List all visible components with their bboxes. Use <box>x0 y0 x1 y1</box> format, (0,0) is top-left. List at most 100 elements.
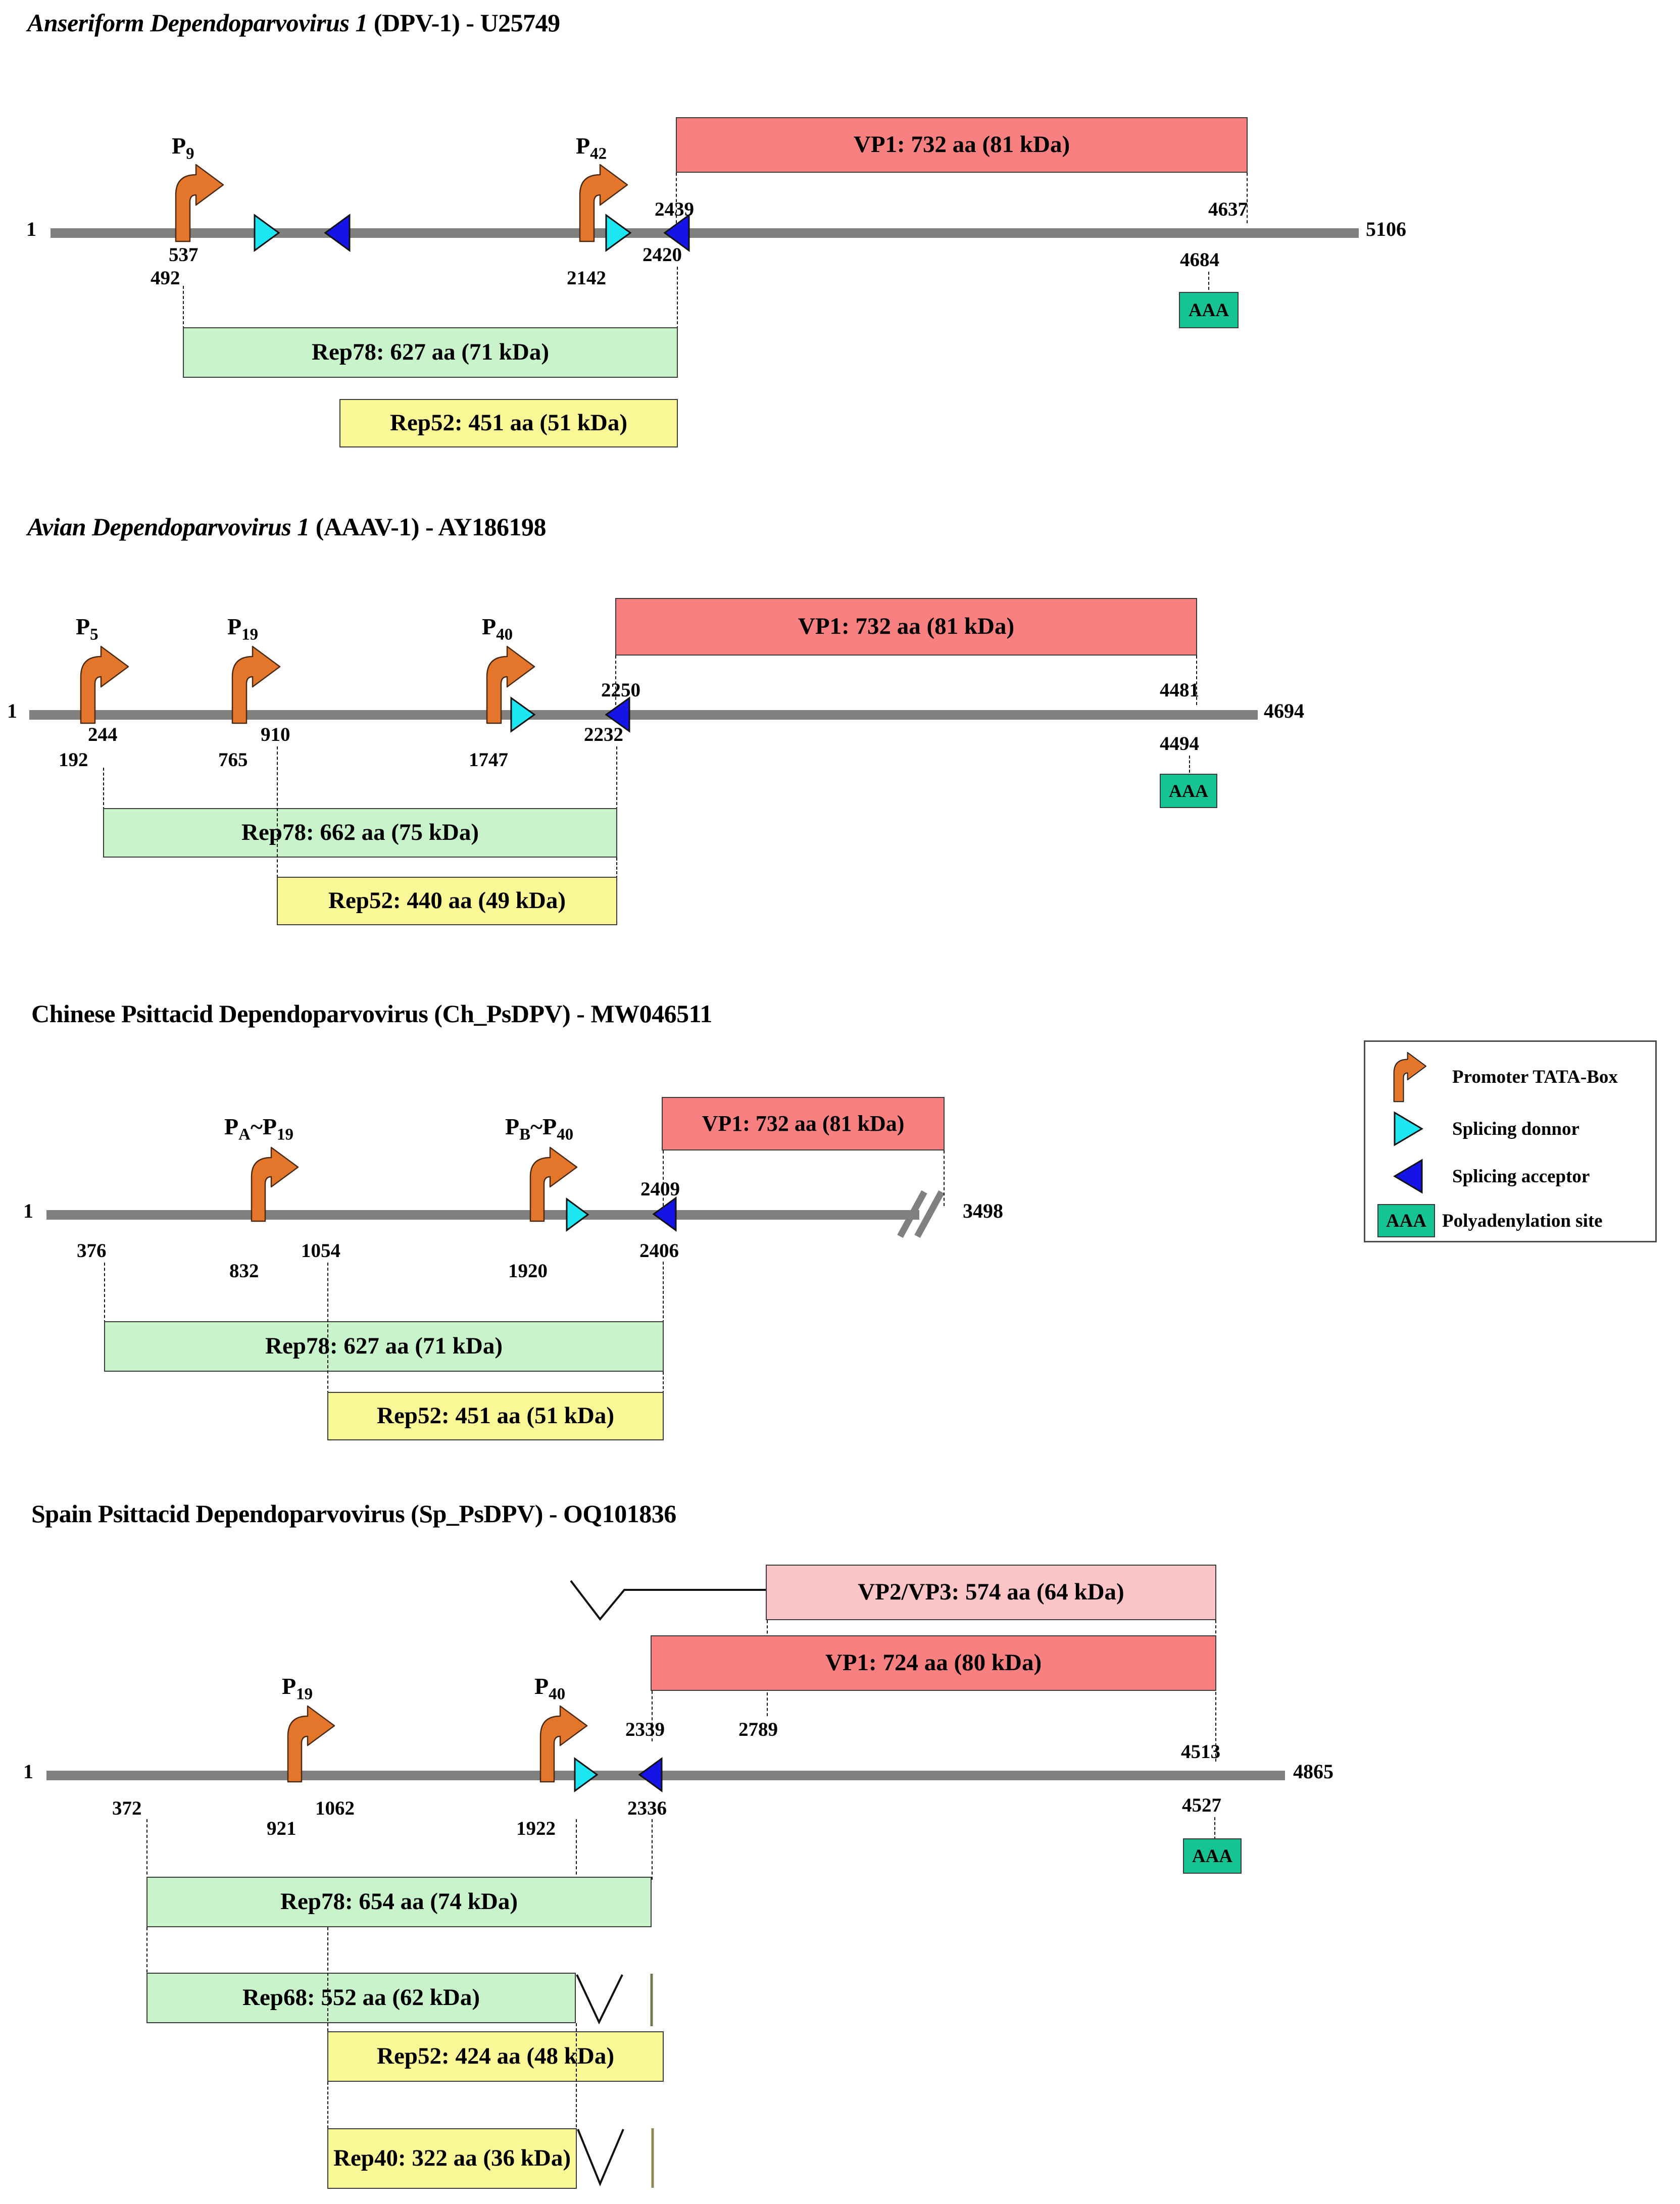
promoter-subscript: 19 <box>241 625 259 644</box>
coord-2250: 2250 <box>601 679 640 701</box>
genome-line-ch-psdpv <box>46 1210 919 1220</box>
promoter-subscript: 42 <box>590 144 607 163</box>
leader-line <box>677 267 678 329</box>
genome-line-dpv1 <box>51 228 1359 238</box>
promoter-subscript: 40 <box>496 625 513 644</box>
promoter-arrow-p19 <box>223 642 284 724</box>
promoter-label-p5: P5 <box>76 613 98 644</box>
promoter-base: P <box>505 1114 520 1139</box>
orf-box-rep78: Rep78: 654 aa (74 kDa) <box>146 1877 652 1927</box>
promoter-arrow-p40 <box>531 1703 591 1783</box>
leader-line <box>1196 656 1197 705</box>
leader-line <box>615 656 616 705</box>
promoter-subscript: 9 <box>186 144 194 163</box>
promoter-base2: P <box>542 1114 557 1139</box>
legend-label-promoter: Promoter TATA-Box <box>1452 1066 1618 1087</box>
leader-line <box>327 1263 328 1394</box>
promoter-base: P <box>282 1673 297 1699</box>
leader-line <box>146 1819 147 1880</box>
leader-line <box>663 1372 664 1394</box>
promoter-subscript: B <box>519 1125 531 1144</box>
genome-end-label: 5106 <box>1366 218 1406 240</box>
coord-1747: 1747 <box>469 749 508 771</box>
coord-2142: 2142 <box>567 267 606 289</box>
coord-1920: 1920 <box>508 1260 548 1282</box>
coord-372: 372 <box>112 1797 142 1819</box>
promoter-arrow-icon <box>1377 1049 1439 1104</box>
promoter-subscript: A <box>238 1125 251 1144</box>
orf-box-rep52: Rep52: 440 aa (49 kDa) <box>277 877 617 925</box>
coord-2789: 2789 <box>738 1719 778 1740</box>
leader-line <box>676 173 677 223</box>
promoter-arrow-pa-p19 <box>242 1143 302 1222</box>
coord-2406: 2406 <box>639 1240 679 1262</box>
promoter-arrow-p40 <box>478 642 538 724</box>
orf-box-rep78: Rep78: 627 aa (71 kDa) <box>104 1321 664 1372</box>
leader-line <box>576 2023 577 2132</box>
panel-title-ch-psdpv: Chinese Psittacid Dependoparvovirus (Ch_… <box>31 999 712 1028</box>
splicing-donor-triangle-icon <box>573 1757 599 1793</box>
leader-line <box>1189 756 1190 787</box>
leader-line <box>616 746 617 810</box>
leader-line <box>327 2082 328 2133</box>
panel-title-italic: Avian Dependoparvovirus 1 <box>27 513 310 541</box>
polyadenylation-box: AAA <box>1179 292 1239 328</box>
orf-box-vp1: VP1: 732 aa (81 kDa) <box>662 1097 945 1150</box>
promoter-tilde: ~ <box>250 1114 263 1139</box>
coord-244: 244 <box>88 724 118 745</box>
promoter-subscript: 40 <box>549 1685 566 1704</box>
splicing-acceptor-triangle-icon <box>604 696 631 733</box>
leader-line <box>103 768 104 810</box>
splicing-donor-triangle-icon <box>565 1197 590 1232</box>
coord-832: 832 <box>229 1260 259 1282</box>
coord-2232: 2232 <box>584 724 623 745</box>
genome-start-label: 1 <box>23 1760 33 1783</box>
leader-line <box>1214 1817 1215 1849</box>
leader-line <box>663 1262 664 1323</box>
promoter-base: P <box>76 614 90 639</box>
promoter-tilde: ~ <box>530 1114 543 1139</box>
coord-4481: 4481 <box>1160 679 1199 701</box>
splicing-acceptor-triangle-icon <box>652 1196 678 1232</box>
orf-box-rep40: Rep40: 322 aa (36 kDa) <box>327 2128 577 2189</box>
splicing-acceptor-triangle-icon <box>323 213 352 253</box>
coord-2409: 2409 <box>640 1178 680 1200</box>
panel-title-dpv1: Anseriform Dependoparvovirus 1 (DPV-1) -… <box>27 8 560 37</box>
coord-1922: 1922 <box>516 1818 556 1839</box>
coord-765: 765 <box>218 749 248 771</box>
coord-492: 492 <box>151 267 180 289</box>
polyadenylation-box: AAA <box>1183 1838 1242 1874</box>
panel-title-sp-psdpv: Spain Psittacid Dependoparvovirus (Sp_Ps… <box>31 1499 676 1528</box>
promoter-label-p40: P40 <box>482 613 513 644</box>
coord-4684: 4684 <box>1180 249 1219 271</box>
orf-box-rep52: Rep52: 451 aa (51 kDa) <box>339 399 678 447</box>
promoter-base: P <box>227 614 242 639</box>
orf-box-rep78: Rep78: 662 aa (75 kDa) <box>103 808 617 858</box>
coord-1054: 1054 <box>301 1240 340 1262</box>
coord-4527: 4527 <box>1182 1794 1221 1816</box>
leader-line <box>277 746 278 878</box>
orf-box-rep68: Rep68: 552 aa (62 kDa) <box>146 1973 576 2023</box>
promoter-arrow-p9 <box>167 161 227 242</box>
intron-splice-zigzag-rep68 <box>576 1974 662 2028</box>
promoter-label-p42: P42 <box>576 132 607 164</box>
promoter-label-p9: P9 <box>172 132 194 164</box>
promoter-label-p19: P19 <box>227 613 258 644</box>
promoter-label-p40: P40 <box>534 1673 565 1704</box>
promoter-subscript: 19 <box>296 1685 313 1704</box>
panel-title-aaav1: Avian Dependoparvovirus 1 (AAAV-1) - AY1… <box>27 512 547 541</box>
promoter-arrow-p5 <box>72 642 132 724</box>
promoter-label-pa-p19: PA~P19 <box>224 1113 293 1144</box>
polyadenylation-box-icon: AAA <box>1377 1204 1435 1237</box>
leader-line <box>944 1150 945 1206</box>
coord-192: 192 <box>59 749 88 771</box>
leader-line <box>327 1927 328 2036</box>
panel-ch-psdpv: Chinese Psittacid Dependoparvovirus (Ch_… <box>0 990 1680 1490</box>
orf-box-vp1: VP1: 732 aa (81 kDa) <box>615 598 1197 656</box>
coord-4494: 4494 <box>1160 733 1199 755</box>
leader-line <box>616 858 617 879</box>
orf-box-vp1: VP1: 732 aa (81 kDa) <box>676 117 1248 173</box>
splicing-donor-triangle-icon <box>253 213 281 253</box>
genome-end-label: 3498 <box>963 1199 1003 1222</box>
panel-title-upright: (DPV-1) - U25749 <box>373 9 560 37</box>
